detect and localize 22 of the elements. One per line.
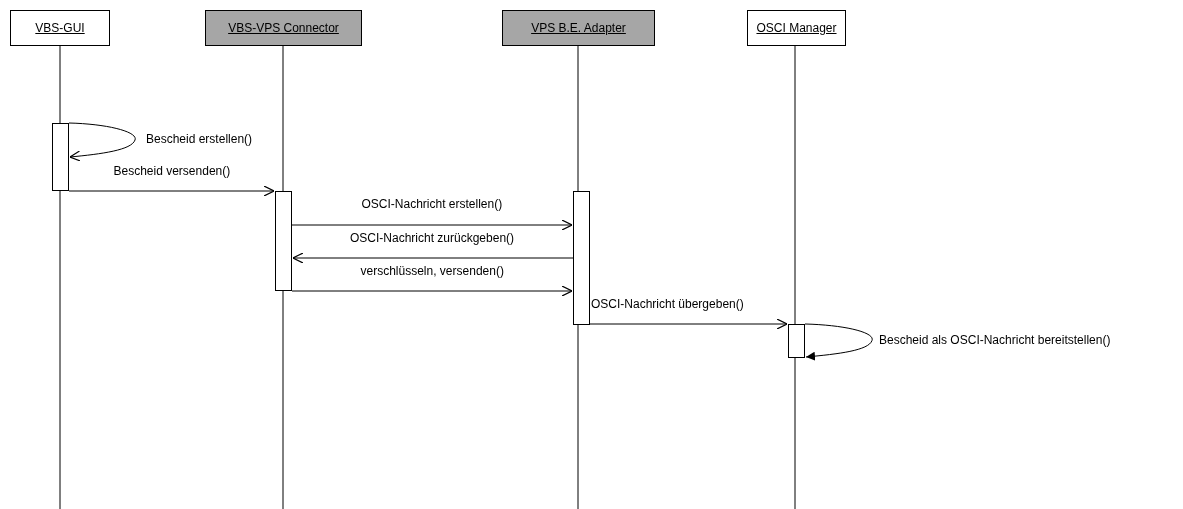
activation-bar	[573, 191, 590, 325]
message-arrow	[291, 285, 573, 297]
message-arrow	[68, 122, 136, 162]
edge-label: OSCI-Nachricht übergeben()	[590, 297, 745, 311]
edge-label: verschlüsseln, versenden()	[359, 264, 505, 278]
activation-bar	[275, 191, 292, 291]
message-arrow	[589, 318, 788, 330]
message-arrow	[68, 185, 275, 197]
participant-box: VBS-GUI	[10, 10, 110, 46]
activation-bar	[788, 324, 805, 358]
message-arrow	[291, 219, 573, 231]
message-arrow	[292, 252, 574, 264]
edge-label: Bescheid als OSCI-Nachricht bereitstellen()	[878, 333, 1112, 347]
edge-label: Bescheid erstellen()	[145, 132, 254, 146]
edge-label: Bescheid versenden()	[112, 164, 232, 178]
participant-box: VBS-VPS Connector	[205, 10, 362, 46]
activation-bar	[52, 123, 69, 191]
participant-box: VPS B.E. Adapter	[502, 10, 655, 46]
edge-label: OSCI-Nachricht zurückgeben()	[349, 231, 516, 245]
participant-box: OSCI Manager	[747, 10, 846, 46]
message-arrow	[804, 323, 873, 361]
edge-label: OSCI-Nachricht erstellen()	[360, 197, 504, 211]
